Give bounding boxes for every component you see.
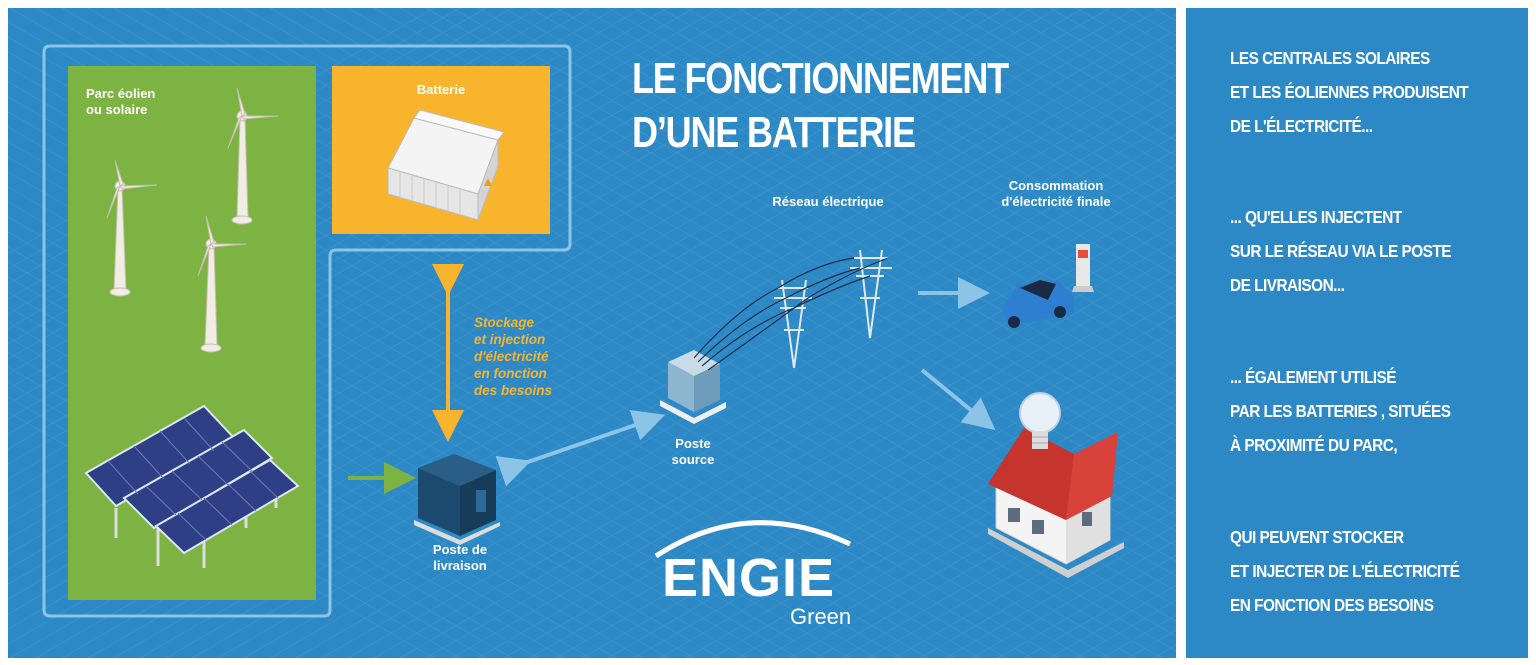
title-line: D’UNE BATTERIE [632,108,916,157]
delivery-label-line: Poste de [432,542,488,557]
sidebar-line: SUR LE RÉSEAU VIA LE POSTE [1230,241,1452,261]
grid-label: Réseau électrique [772,194,884,209]
title-line: LE FONCTIONNEMENT [632,54,1009,103]
engie-green-text: Green [790,604,852,629]
wind-turbine-icon [227,87,279,225]
sidebar-text-block: ... QU'ELLES INJECTENT SUR LE RÉSEAU VIA… [1230,200,1452,302]
sidebar-line: À PROXIMITÉ DU PARC, [1230,435,1398,455]
consumption-label: Consommation d'électricité finale [988,178,1124,210]
source-label-line: source [671,452,715,467]
power-lines [693,257,889,371]
battery-container-icon [387,109,505,221]
storage-label-line: et injection [474,332,546,347]
sidebar-text-block: QUI PEUVENT STOCKER ET INJECTER DE L'ÉLE… [1230,520,1460,622]
consumption-label-line: Consommation [1008,178,1104,193]
sidebar-text-block: LES CENTRALES SOLAIRES ET LES ÉOLIENNES … [1230,41,1469,143]
delivery-label: Poste de livraison [420,542,500,574]
consumption-label-line: d'électricité finale [1001,194,1111,209]
sidebar-line: ET INJECTER DE L'ÉLECTRICITÉ [1230,561,1460,581]
storage-label: Stockage et injection d'électricité en f… [474,314,552,399]
wind-turbine-icon [197,215,247,353]
sidebar-text-block: ... ÉGALEMENT UTILISÉ PAR LES BATTERIES … [1230,360,1451,462]
sidebar-line: ... QU'ELLES INJECTENT [1230,207,1402,227]
source-label: Poste source [658,436,728,468]
delivery-label-line: livraison [433,558,487,573]
zone-outline [42,44,572,618]
storage-label-line: des besoins [474,383,553,398]
sidebar-line: ET LES ÉOLIENNES PRODUISENT [1230,82,1469,102]
source-label-line: Poste [675,436,711,451]
park-label: Parc éolien ou solaire [86,86,155,118]
source-substation-icon [660,350,726,424]
wind-turbine-icon [106,159,158,297]
solar-panel-icon [84,404,300,568]
electric-car-icon [1002,280,1074,328]
sidebar-line: DE LIVRAISON... [1230,275,1345,295]
diagram-artwork [42,44,1124,618]
light-bulb-icon [1019,392,1061,449]
park-label-line: ou solaire [86,102,148,117]
diagram-panel: LE FONCTIONNEMENT D’UNE BATTERIE Parc éo… [8,8,1176,658]
park-label-line: Parc éolien [86,86,156,101]
engie-logo-arc [654,520,852,559]
sidebar-line: DE L'ÉLECTRICITÉ... [1230,116,1373,136]
storage-label-line: en fonction [474,366,547,381]
storage-label-line: d'électricité [474,349,549,364]
sidebar-line: ... ÉGALEMENT UTILISÉ [1230,367,1397,387]
diagram-title: LE FONCTIONNEMENT D’UNE BATTERIE [632,52,1009,160]
delivery-source-arrow [495,410,666,487]
battery-label: Batterie [416,82,466,97]
explanation-sidebar: LES CENTRALES SOLAIRES ET LES ÉOLIENNES … [1186,8,1528,658]
delivery-substation-icon [414,454,500,545]
storage-label-line: Stockage [474,315,535,330]
house-icon [988,428,1124,578]
grid-to-house-arrow [920,368,996,431]
engie-logo-text: ENGIE [662,548,836,608]
sidebar-line: QUI PEUVENT STOCKER [1230,527,1404,547]
charging-station-icon [1072,244,1094,292]
sidebar-line: EN FONCTION DES BESOINS [1230,595,1434,615]
sidebar-line: LES CENTRALES SOLAIRES [1230,48,1430,68]
sidebar-line: PAR LES BATTERIES , SITUÉES [1230,401,1451,421]
